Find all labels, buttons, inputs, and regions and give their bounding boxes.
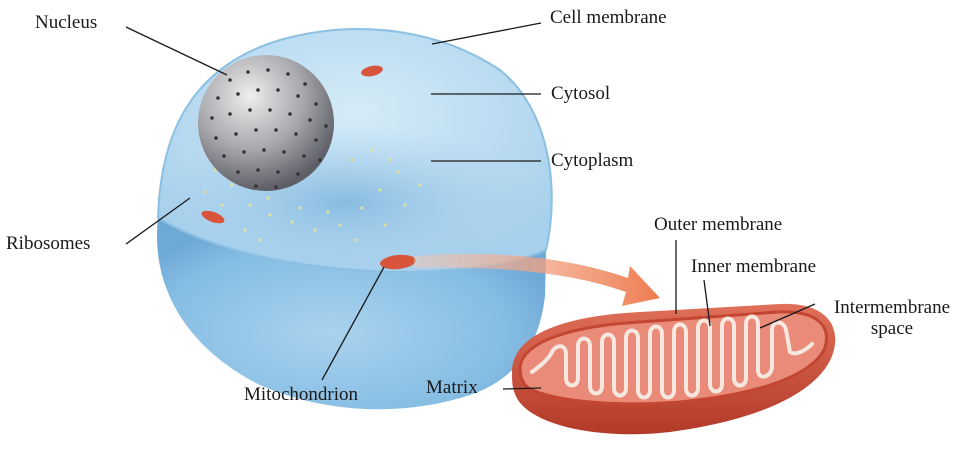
label-ribosomes: Ribosomes xyxy=(6,234,90,255)
label-mitochondrion: Mitochondrion xyxy=(244,385,358,406)
label-intermembrane-line1: Intermembrane xyxy=(819,298,965,319)
leader-cell-membrane xyxy=(432,23,541,44)
leader-nucleus xyxy=(126,27,227,75)
label-matrix: Matrix xyxy=(426,378,478,399)
label-cytoplasm: Cytoplasm xyxy=(551,151,633,172)
label-cell-membrane: Cell membrane xyxy=(550,8,667,29)
label-cytosol: Cytosol xyxy=(551,84,610,105)
label-outer-membrane: Outer membrane xyxy=(654,215,782,236)
mitochondrion-enlarged xyxy=(512,304,835,434)
label-intermembrane-line2: space xyxy=(819,319,965,340)
cell xyxy=(157,29,552,409)
nucleus xyxy=(198,55,334,191)
label-inner-membrane: Inner membrane xyxy=(691,257,816,278)
label-intermembrane-space: Intermembrane space xyxy=(819,298,965,340)
label-nucleus: Nucleus xyxy=(35,13,97,34)
